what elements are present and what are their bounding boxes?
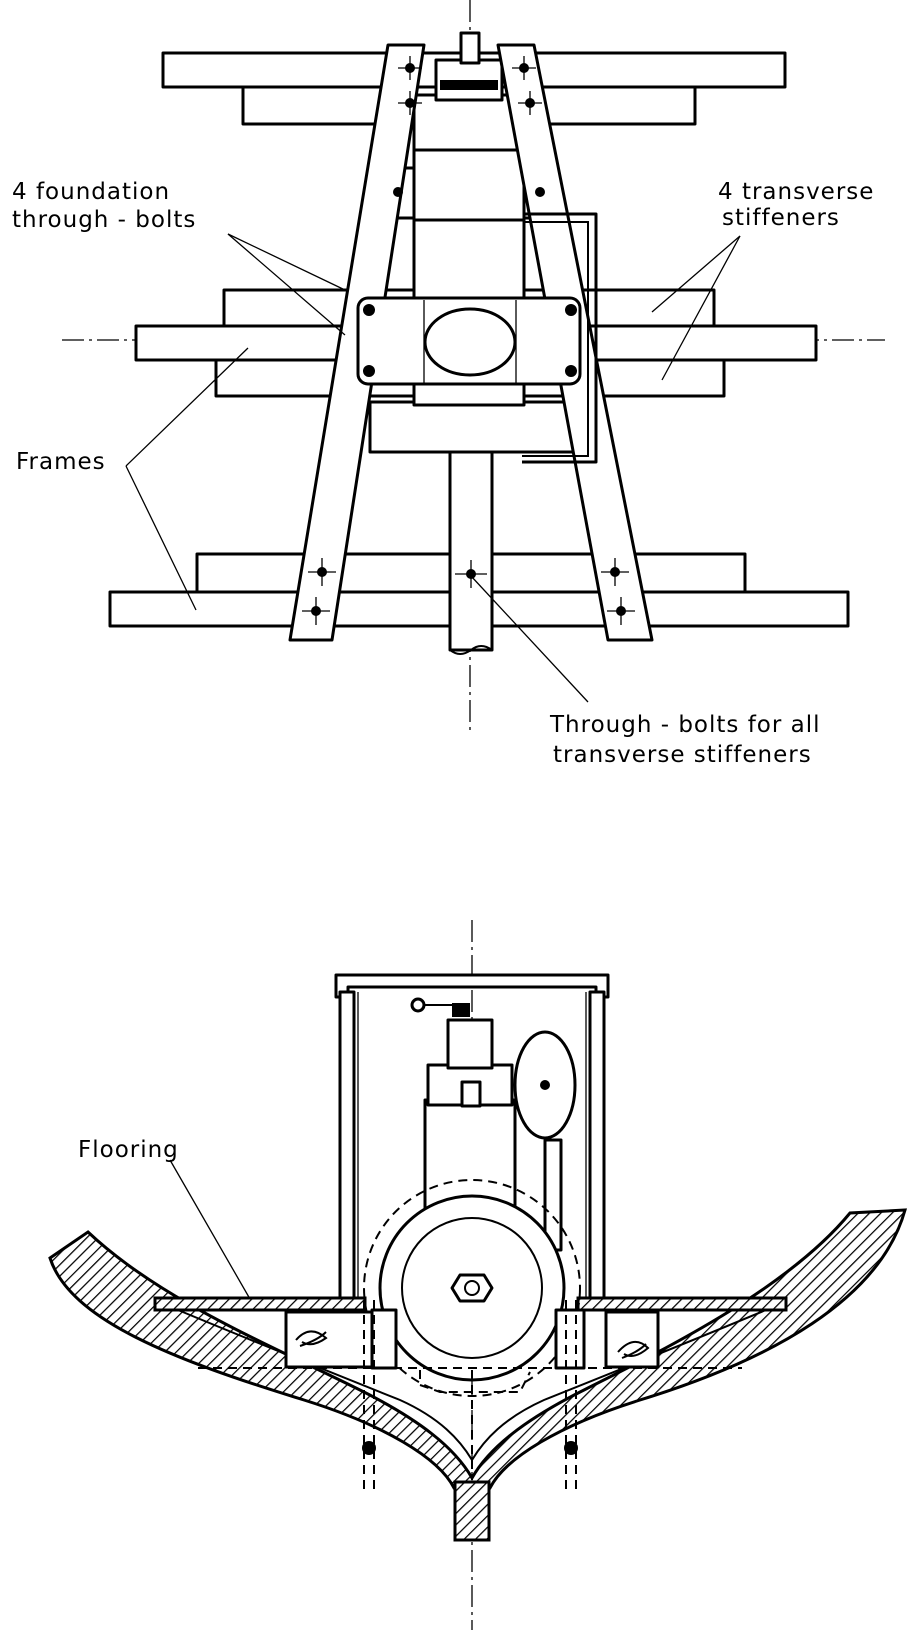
- label-transverse-stiffeners-2: stiffeners: [722, 205, 840, 231]
- section-view: [48, 920, 908, 1630]
- label-flooring: Flooring: [78, 1137, 179, 1163]
- label-foundation-bolts-1: 4 foundation: [12, 179, 170, 205]
- propeller-shaft: [448, 438, 494, 652]
- exhaust-pipe-inner: [522, 221, 589, 457]
- engine-upper-body: [412, 148, 526, 222]
- floor-frame-left: [177, 1309, 473, 1461]
- shaft-nut-hole: [464, 1280, 480, 1296]
- engine-cover-left-wall: [338, 990, 356, 1300]
- bearer-block-right: [604, 1310, 660, 1369]
- engine-sump: [419, 1370, 531, 1393]
- injector: [459, 31, 481, 65]
- label-through-bolts-2: transverse stiffeners: [553, 742, 812, 768]
- keel: [453, 1480, 491, 1542]
- bearer-block-left: [284, 1310, 374, 1369]
- bolt-crosshairs: [302, 56, 635, 625]
- engine-head-cap: [446, 1018, 494, 1070]
- fuel-filter-center: [540, 1080, 550, 1090]
- floor-frame-right: [471, 1309, 767, 1461]
- foundation-bolts: [311, 63, 626, 616]
- flywheel-inner: [401, 1217, 543, 1359]
- label-foundation-bolts-2: through - bolts: [12, 207, 196, 233]
- injector-top: [452, 1003, 470, 1017]
- flooring-right: [576, 1296, 788, 1312]
- label-transverse-stiffeners-1: 4 transverse: [718, 179, 874, 205]
- flooring-left: [153, 1296, 367, 1312]
- flooring-leader: [169, 1159, 251, 1300]
- flywheel-outline: [363, 1179, 581, 1397]
- plan-leader-lines: [125, 233, 741, 703]
- section-through-bolts: [198, 1300, 742, 1490]
- shaft-nut: [450, 1273, 494, 1303]
- wood-grain-right: [617, 1341, 650, 1359]
- fuel-pipe-end: [410, 997, 426, 1013]
- flywheel-housing: [368, 400, 576, 454]
- wood-grain-left: [295, 1330, 328, 1347]
- shaft-break: [449, 645, 493, 655]
- valve-insert: [460, 1080, 482, 1108]
- engine-lug-right: [554, 1308, 586, 1370]
- label-through-bolts-1: Through - bolts for all: [549, 712, 821, 738]
- engine-cover-right-wall: [588, 990, 606, 1300]
- exhaust-pipe: [522, 212, 598, 464]
- hull-shell: [48, 1208, 908, 1490]
- plan-view: [62, 0, 885, 735]
- crankcase-dome: [423, 307, 517, 377]
- injector-clamp: [440, 80, 498, 90]
- label-frames: Frames: [16, 449, 106, 475]
- engine-lug-left: [370, 1308, 398, 1370]
